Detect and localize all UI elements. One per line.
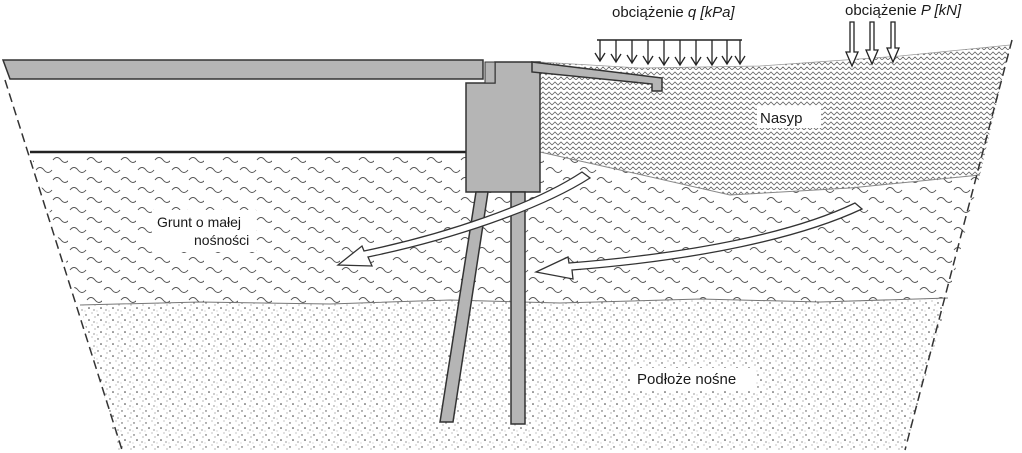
approach-slab (531, 61, 663, 92)
weak-soil-label-bg (152, 210, 256, 252)
bridge-deck (1, 59, 484, 80)
point-load-p-arrows (845, 21, 900, 68)
load-q-label-prefix: obciążenie (612, 4, 688, 21)
weak-soil-label-line2: nośności (194, 232, 249, 248)
flow-arrow-right (533, 202, 864, 280)
flow-arrow-left (336, 171, 592, 267)
load-transfer-arrows (336, 171, 864, 280)
bearing-top-boundary (79, 297, 949, 306)
abutment-seat (484, 61, 496, 84)
pile-inclined (439, 191, 489, 423)
load-p-label-prefix: obciążenie (845, 2, 921, 19)
pile-vertical (510, 191, 526, 425)
load-q-label-symbol: q [kPa] (688, 4, 736, 21)
left-dashed-boundary (4, 79, 123, 451)
bearing-ground-label: Podłoże nośne (637, 371, 736, 388)
load-p-label-symbol: P [kN] (921, 2, 962, 19)
embankment-top-surface (539, 44, 1011, 69)
load-q-label: obciążenie q [kPa] (612, 4, 735, 21)
bearing-ground-label-bg (630, 368, 756, 390)
load-p-label: obciążenie P [kN] (845, 2, 962, 19)
weak-soil-layer (30, 152, 980, 305)
right-dashed-boundary (904, 39, 1013, 451)
embankment-bottom-boundary (539, 151, 981, 196)
weak-soil-label-line1: Grunt o małej (157, 214, 241, 230)
embankment-label: Nasyp (760, 110, 803, 127)
embankment-label-bg (757, 106, 821, 128)
distributed-load-q-arrows (594, 39, 746, 67)
abutment-body (465, 61, 541, 193)
